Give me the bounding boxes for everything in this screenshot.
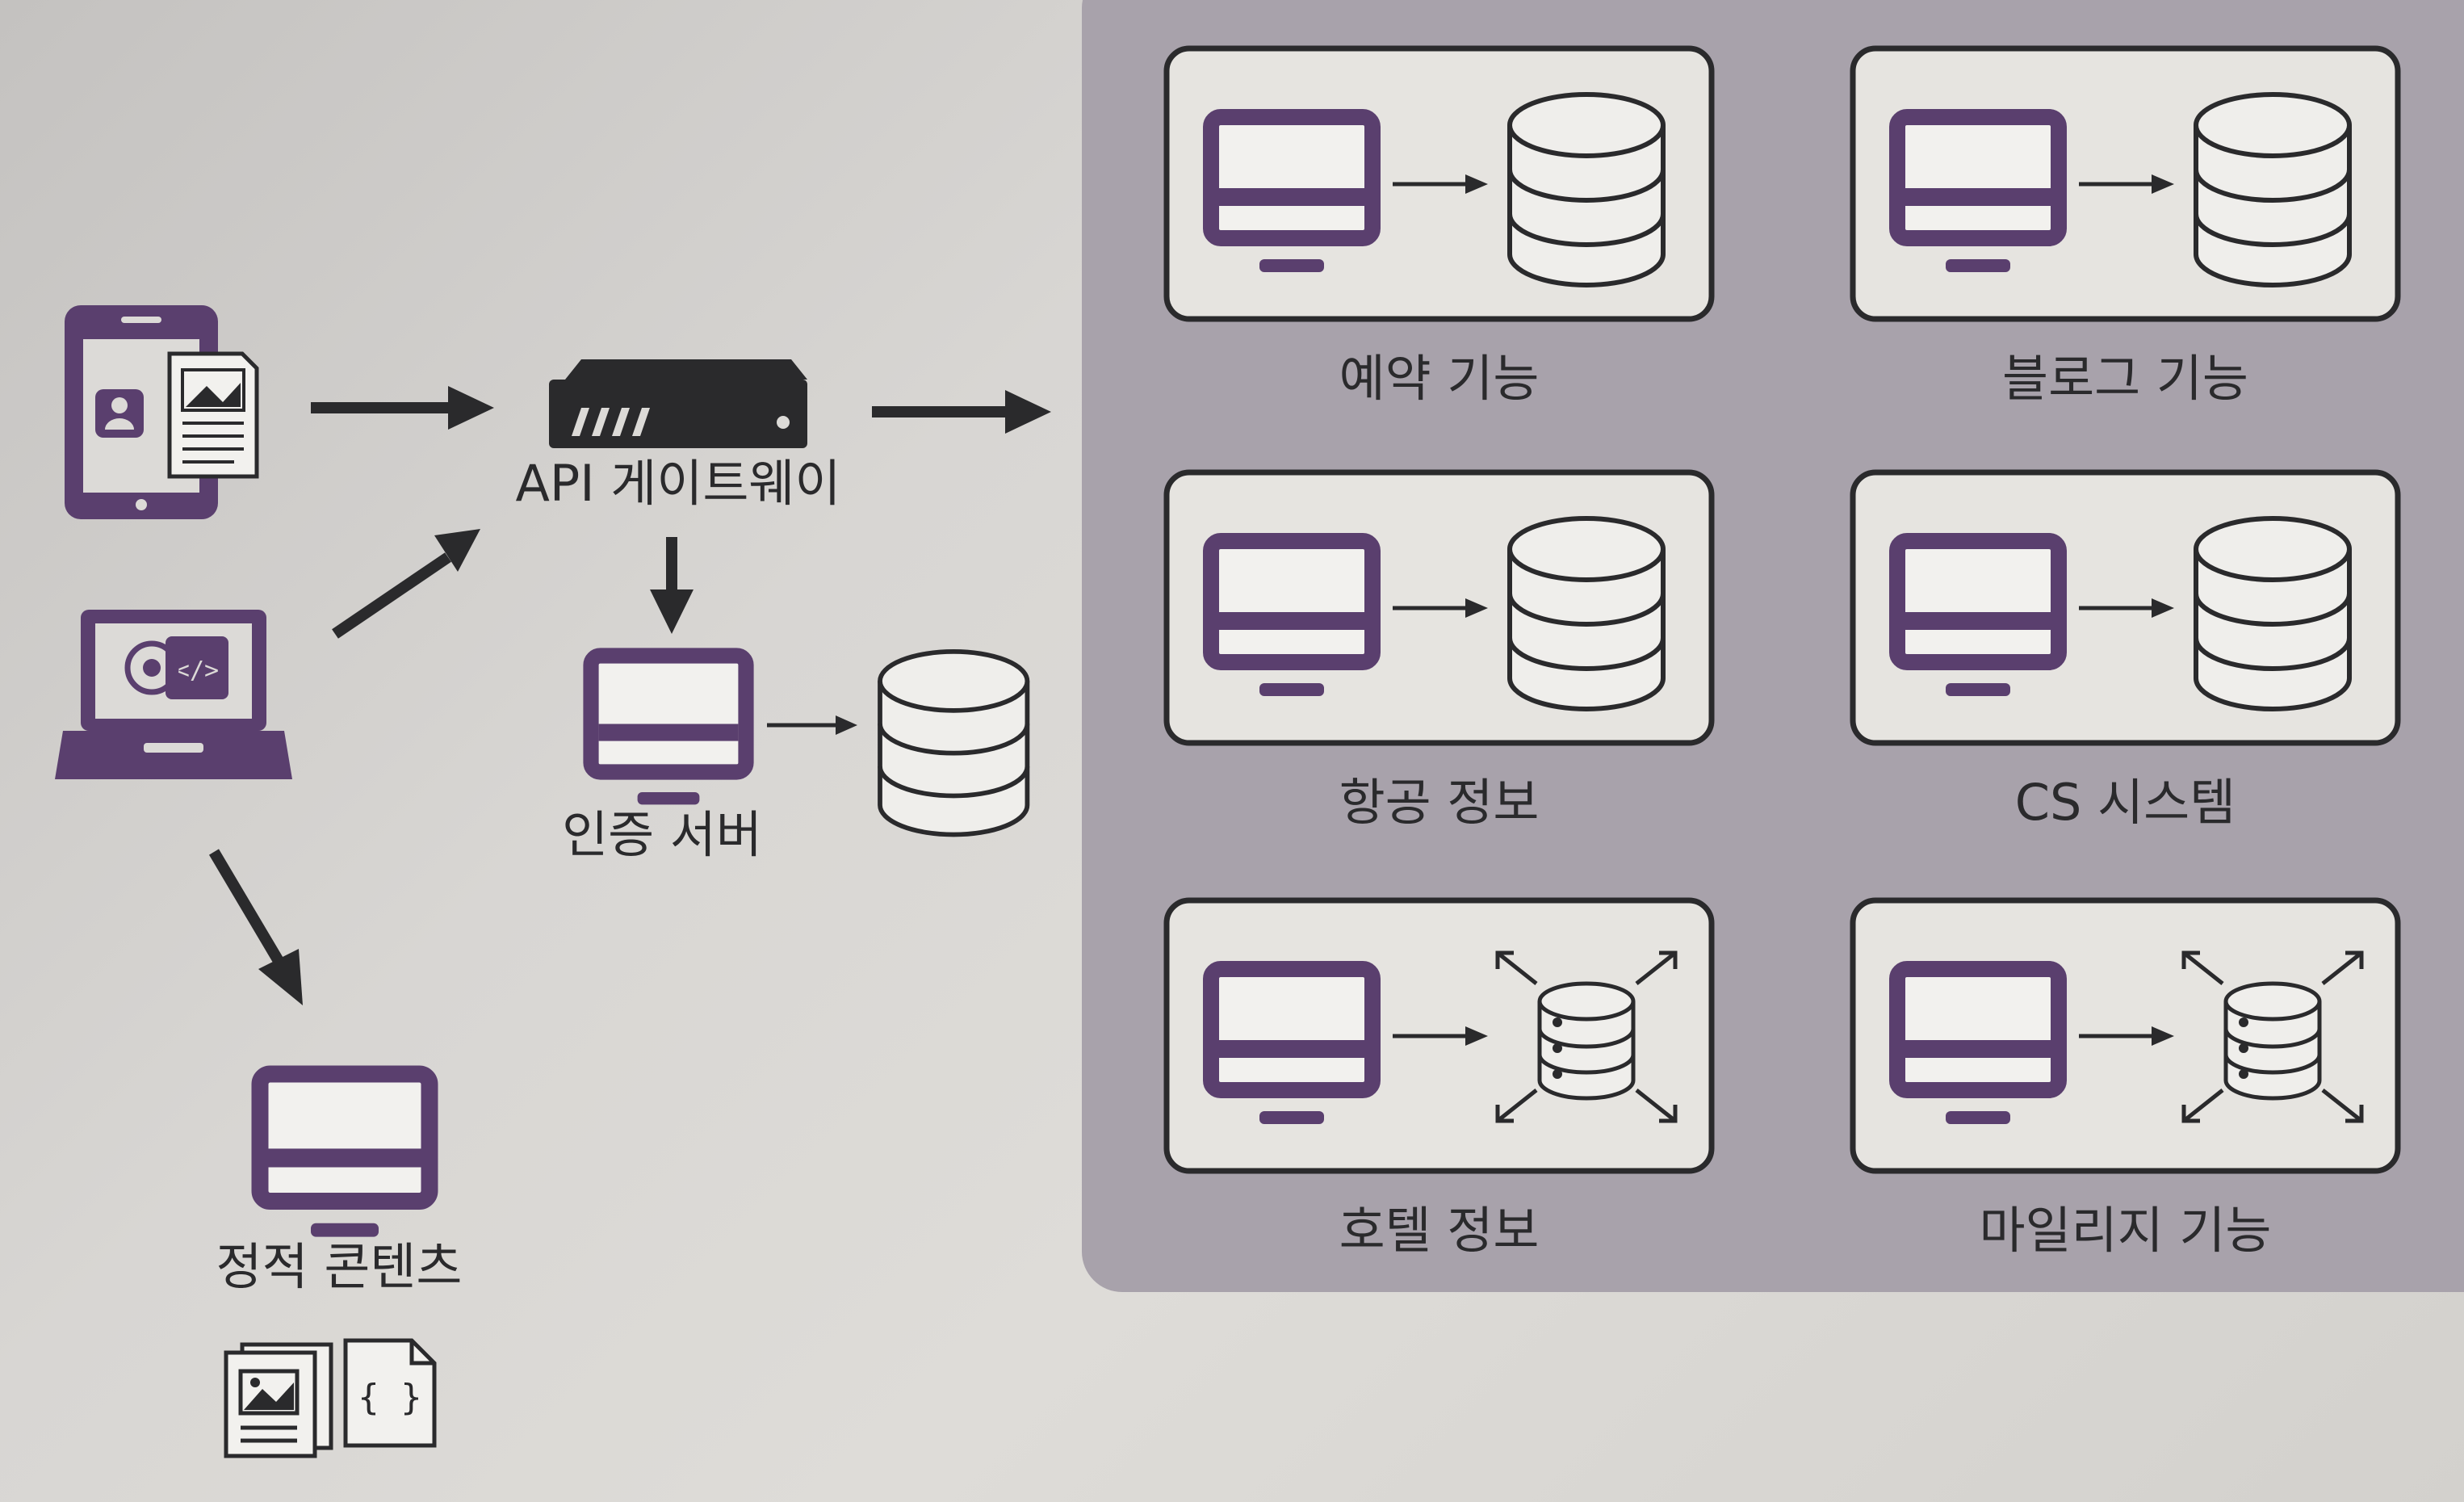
gateway-server-icon [549, 359, 807, 448]
arrow-laptop-to-static [208, 849, 303, 1005]
arrow-laptop-to-gateway [332, 529, 480, 639]
svg-text:</>: </> [175, 657, 219, 685]
mobile-phone-icon [65, 305, 259, 519]
database-icon [2196, 94, 2349, 285]
database-icon [1510, 94, 1663, 285]
service-box: 호텔 정보 [1163, 897, 1715, 1260]
service-label: 호텔 정보 [1339, 1201, 1540, 1260]
svg-text:{ }: { } [358, 1377, 421, 1418]
api-gateway-label: API 게이트웨이 [516, 454, 841, 513]
image-file-icon [224, 1342, 333, 1458]
auth-server-label: 인증 서버 [562, 805, 762, 864]
static-content-monitor-icon [260, 1074, 430, 1237]
auth-server-monitor-icon [591, 656, 746, 804]
service-label: 마일리지 기능 [1980, 1201, 2272, 1260]
database-icon [2196, 518, 2349, 709]
arrow-auth-server-to-db [767, 715, 857, 735]
service-label: 항공 정보 [1339, 773, 1540, 832]
service-box: 예약 기능 [1163, 45, 1715, 408]
flow-arrows [208, 386, 1051, 1005]
database-icon [1510, 518, 1663, 709]
static-content-label: 정적 콘텐츠 [216, 1237, 463, 1296]
laptop-icon: </> [55, 610, 292, 779]
arrow-server-to-db [2079, 1026, 2174, 1046]
arrow-server-to-db [1393, 598, 1488, 618]
arrow-mobile-to-gateway [311, 386, 494, 430]
arrow-server-to-db [1393, 1026, 1488, 1046]
code-file-icon: { } [343, 1338, 437, 1448]
arrow-gateway-to-services [872, 390, 1051, 434]
service-box: 항공 정보 [1163, 469, 1715, 832]
service-box: 블로그 기능 [1850, 45, 2401, 408]
service-label: 블로그 기능 [2002, 349, 2248, 408]
arrow-server-to-db [1393, 174, 1488, 194]
arrow-gateway-to-auth [650, 537, 694, 634]
service-label: 예약 기능 [1339, 349, 1540, 408]
arrow-server-to-db [2079, 174, 2174, 194]
auth-server-database-icon [880, 652, 1027, 835]
service-box: CS 시스템 [1850, 469, 2401, 832]
service-box: 마일리지 기능 [1850, 897, 2401, 1260]
arrow-server-to-db [2079, 598, 2174, 618]
service-label: CS 시스템 [2015, 773, 2236, 832]
